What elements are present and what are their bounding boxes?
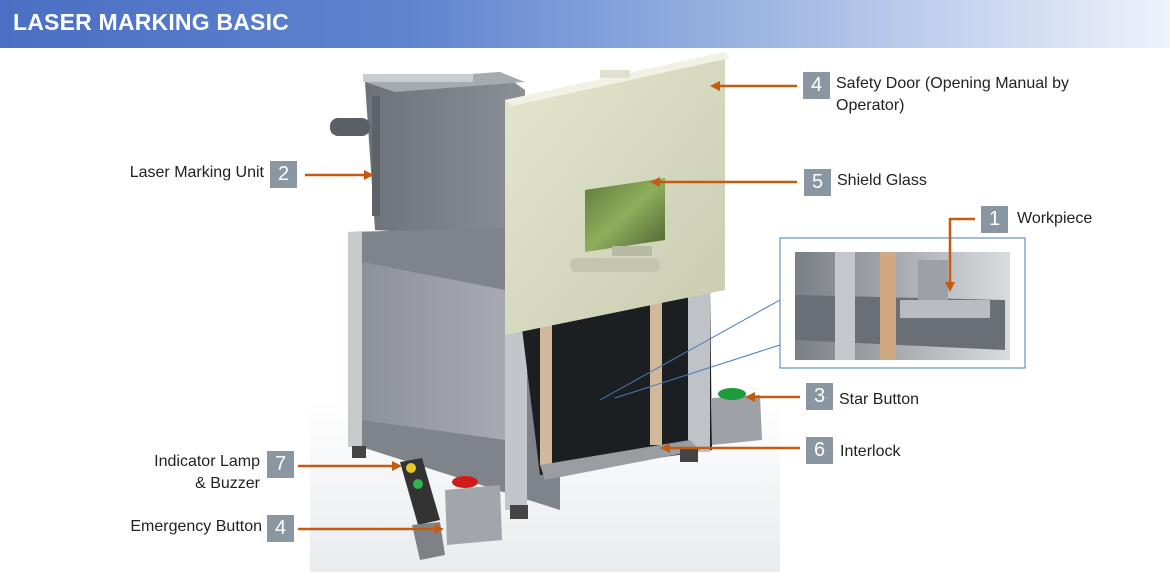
arrowhead-interlock	[660, 443, 670, 453]
callout-label-indicator-lamp: Indicator Lamp & Buzzer	[110, 451, 260, 495]
callout-label-safety-door: Safety Door (Opening Manual by Operator)	[836, 73, 1069, 117]
arrowhead-laser-unit	[364, 170, 374, 180]
arrowhead-workpiece	[945, 282, 955, 292]
callout-label-interlock: Interlock	[840, 443, 901, 460]
callout-label-safety-door-line2: Operator)	[836, 97, 905, 114]
callout-number-laser-unit: 2	[270, 161, 297, 188]
callout-label-start-button: Star Button	[839, 391, 920, 408]
callout-number-emergency: 4	[267, 515, 294, 542]
callout-arrows	[298, 81, 975, 534]
arrowhead-shield-glass	[650, 177, 660, 187]
arrowhead-indicator-lamp	[392, 461, 402, 471]
callout-label-shield-glass: Shield Glass	[837, 172, 927, 189]
callout-label-workpiece: Workpiece	[1017, 210, 1093, 227]
safety-door	[505, 52, 730, 335]
callout-label-laser-unit: Laser Marking Unit	[129, 164, 264, 181]
callout-number-indicator-lamp: 7	[267, 451, 294, 478]
workpiece-zoom-inset	[599, 237, 1026, 401]
callout-number-safety-door: 4	[803, 72, 830, 99]
arrowhead-emergency	[434, 524, 444, 534]
callout-number-workpiece: 1	[981, 206, 1008, 233]
start-button-box	[712, 388, 762, 445]
callout-label-safety-door-line1: Safety Door (Opening Manual by	[836, 75, 1070, 92]
shield-glass	[585, 178, 665, 252]
arrowhead-start-button	[745, 392, 755, 402]
callout-label-indicator-lamp-line1: Indicator Lamp	[154, 453, 260, 470]
emergency-button-box	[445, 476, 502, 545]
callout-number-shield-glass: 5	[804, 169, 831, 196]
callout-label-indicator-lamp-line2: & Buzzer	[195, 475, 260, 492]
page-title: LASER MARKING BASIC	[13, 9, 289, 35]
header-bar: LASER MARKING BASIC	[0, 0, 1170, 48]
arrow-workpiece	[948, 217, 975, 285]
callout-number-interlock: 6	[806, 437, 833, 464]
laser-marking-unit	[330, 72, 525, 240]
callout-label-emergency: Emergency Button	[130, 518, 262, 535]
callout-number-start-button: 3	[806, 383, 833, 410]
arrowhead-safety-door	[710, 81, 720, 91]
